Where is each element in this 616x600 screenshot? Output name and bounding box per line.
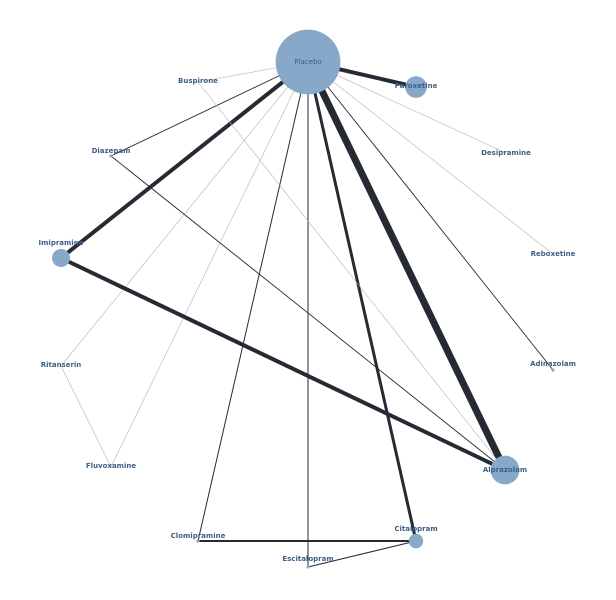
node-alprazolam	[490, 455, 520, 485]
node-adinazolam	[551, 368, 555, 372]
edge-placebo-diazepam	[110, 61, 309, 157]
node-diazepam	[109, 154, 113, 158]
node-label-paroxetine: Paroxetine	[395, 82, 438, 90]
node-citalopram	[408, 533, 424, 549]
edge-placebo-fluvoxamine	[110, 61, 309, 468]
node-label-escitalopram: Escitalopram	[282, 555, 333, 563]
node-label-alprazolam: Alprazolam	[483, 466, 527, 474]
edge-placebo-reboxetine	[307, 61, 554, 255]
edge-placebo-ritanserin	[60, 61, 309, 367]
node-label-buspirone: Buspirone	[178, 77, 218, 85]
node-label-reboxetine: Reboxetine	[531, 250, 576, 258]
edge-placebo-adinazolam	[307, 61, 554, 371]
edge-placebo-desipramine	[307, 61, 507, 154]
node-label-diazepam: Diazepam	[92, 147, 131, 155]
edge-placebo-citalopram	[306, 60, 418, 543]
edge-diazepam-alprazolam	[110, 155, 506, 471]
node-label-clomipramine: Clomipramine	[171, 532, 226, 540]
edge-placebo-clomipramine	[197, 61, 309, 542]
edge-layer	[59, 58, 554, 568]
edge-buspirone-alprazolam	[197, 81, 506, 471]
node-label-adinazolam: Adinazolam	[530, 360, 576, 368]
node-label-imipramine: Imipramine	[39, 239, 84, 247]
node-label-fluvoxamine: Fluvoxamine	[86, 462, 136, 470]
node-clomipramine	[196, 539, 200, 543]
node-escitalopram	[306, 565, 310, 569]
node-label-placebo: Placebo	[294, 58, 321, 66]
edge-placebo-imipramine	[59, 60, 310, 260]
edge-imipramine-alprazolam	[59, 256, 507, 472]
edge-placebo-alprazolam	[304, 58, 509, 474]
node-imipramine	[52, 249, 70, 267]
edge-ritanserin-fluvoxamine	[60, 365, 112, 468]
edge-escitalopram-citalopram	[307, 540, 417, 568]
node-layer	[52, 29, 555, 569]
node-label-ritanserin: Ritanserin	[41, 361, 82, 369]
node-label-citalopram: Citalopram	[394, 525, 437, 533]
node-paroxetine	[405, 76, 427, 98]
node-label-desipramine: Desipramine	[481, 149, 531, 157]
node-placebo	[275, 29, 341, 95]
